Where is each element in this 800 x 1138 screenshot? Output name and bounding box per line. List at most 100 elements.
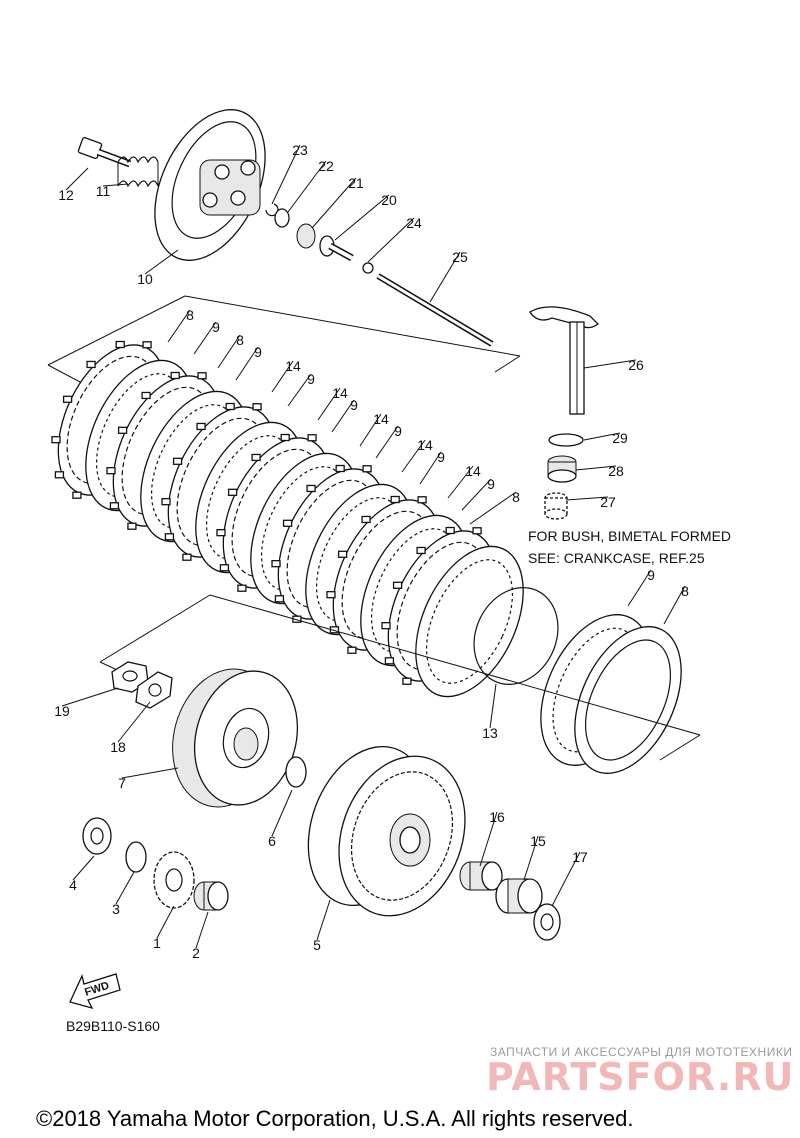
part-label-9d: 9 — [350, 397, 358, 413]
part-label-18: 18 — [110, 739, 126, 755]
leader-line-4 — [72, 855, 95, 881]
lower-group-frame — [99, 594, 701, 761]
leader-line-3 — [115, 871, 135, 905]
leader-line-9d — [331, 399, 355, 433]
part-label-8c: 8 — [512, 489, 520, 505]
leader-line-2 — [195, 911, 209, 949]
part-17-washer — [533, 903, 561, 941]
part-label-23: 23 — [292, 142, 308, 158]
fwd-arrow-icon: FWD — [69, 973, 121, 1010]
part-label-6: 6 — [268, 833, 276, 849]
part-label-7: 7 — [118, 775, 126, 791]
leader-line-11 — [102, 183, 129, 187]
leader-line-22 — [287, 160, 327, 213]
leader-line-14e — [447, 465, 474, 499]
stack-plate-14 — [415, 545, 524, 698]
part-label-9b: 9 — [254, 344, 262, 360]
part-22-washer — [274, 208, 290, 228]
part-label-11: 11 — [96, 183, 111, 199]
part-label-15: 15 — [530, 833, 546, 849]
leader-line-1 — [156, 905, 175, 939]
plate-stack-frame — [47, 295, 521, 383]
part-label-14e: 14 — [465, 463, 481, 479]
copyright-notice: ©2018 Yamaha Motor Corporation, U.S.A. A… — [36, 1106, 633, 1131]
leader-line-10 — [144, 249, 179, 275]
part-label-12: 12 — [58, 187, 74, 203]
part-label-9h: 9 — [647, 567, 655, 583]
part-label-26: 26 — [628, 357, 644, 373]
leader-line-9c — [287, 373, 312, 407]
leader-line-20 — [334, 194, 390, 241]
part-13-o-ring — [473, 587, 559, 685]
leader-line-21 — [311, 177, 357, 229]
leader-line-6 — [271, 789, 293, 837]
part-12-bolt — [77, 136, 132, 168]
leader-line-8a — [167, 309, 191, 343]
part-3-washer — [125, 841, 147, 873]
part-label-4: 4 — [69, 877, 77, 893]
part-label-22: 22 — [318, 158, 334, 174]
part-label-9a: 9 — [212, 319, 220, 335]
leader-line-14c — [359, 413, 382, 447]
leader-line-24 — [367, 217, 415, 263]
part-label-2: 2 — [192, 945, 200, 961]
part-10-pressure-plate — [154, 109, 266, 261]
note-line-1: FOR BUSH, BIMETAL FORMED — [528, 528, 731, 544]
part-label-14d: 14 — [417, 437, 433, 453]
leader-line-25 — [429, 251, 461, 303]
part-label-5: 5 — [313, 937, 321, 953]
part-1-primary-drive-gear — [153, 851, 195, 909]
part-24-ball — [362, 262, 374, 274]
leader-line-9f — [419, 451, 442, 485]
leader-line-8d — [663, 585, 686, 625]
leader-line-9a — [193, 321, 217, 355]
part-5-clutch-housing — [307, 745, 466, 917]
part-label-14a: 14 — [285, 358, 301, 374]
separate-plates-right — [540, 614, 682, 774]
leader-line-15 — [523, 835, 539, 881]
leader-line-29 — [583, 432, 621, 441]
leader-line-7 — [121, 767, 179, 779]
part-label-19: 19 — [54, 703, 70, 719]
part-29-oil-seal — [548, 433, 584, 447]
part-label-9f: 9 — [437, 449, 445, 465]
leader-line-13 — [489, 683, 497, 729]
plate-stack — [51, 340, 524, 698]
leader-line-12 — [65, 167, 89, 191]
part-label-8a: 8 — [186, 307, 194, 323]
leader-line-9h — [627, 569, 652, 607]
part-label-1: 1 — [153, 935, 161, 951]
part-label-14b: 14 — [332, 385, 348, 401]
part-label-27: 27 — [600, 494, 616, 510]
part-label-13: 13 — [482, 725, 498, 741]
part-7-clutch-boss — [172, 668, 299, 808]
leader-lines — [61, 144, 686, 949]
part-2-collar — [193, 881, 229, 911]
part-27-bush — [544, 492, 568, 520]
part-label-9g: 9 — [487, 476, 495, 492]
leader-line-23 — [271, 144, 301, 205]
note-line-2: SEE: CRANKCASE, REF.25 — [528, 550, 705, 566]
leader-line-18 — [117, 701, 151, 743]
part-label-29: 29 — [612, 430, 628, 446]
part-28-bearing — [547, 455, 577, 483]
part-16-spacer — [459, 861, 503, 891]
part-label-16: 16 — [489, 809, 505, 825]
leader-line-8c — [469, 491, 517, 525]
part-6-thrust-washer — [285, 756, 307, 788]
watermark-brand: PARTSFOR.RU — [486, 1055, 794, 1099]
leader-line-9b — [235, 346, 259, 381]
diagram-code: B29B110-S160 — [66, 1018, 160, 1034]
part-18-lock-washer — [135, 671, 173, 709]
leader-line-8b — [217, 334, 241, 369]
part-label-28: 28 — [608, 463, 624, 479]
part-26-push-lever — [529, 306, 599, 415]
leader-line-26 — [583, 359, 637, 369]
part-25-push-rod-2 — [376, 273, 494, 347]
leader-line-14b — [317, 387, 341, 421]
part-label-8d: 8 — [681, 583, 689, 599]
leader-line-19 — [61, 687, 119, 707]
leader-line-16 — [479, 811, 498, 867]
leader-line-14d — [401, 439, 426, 473]
